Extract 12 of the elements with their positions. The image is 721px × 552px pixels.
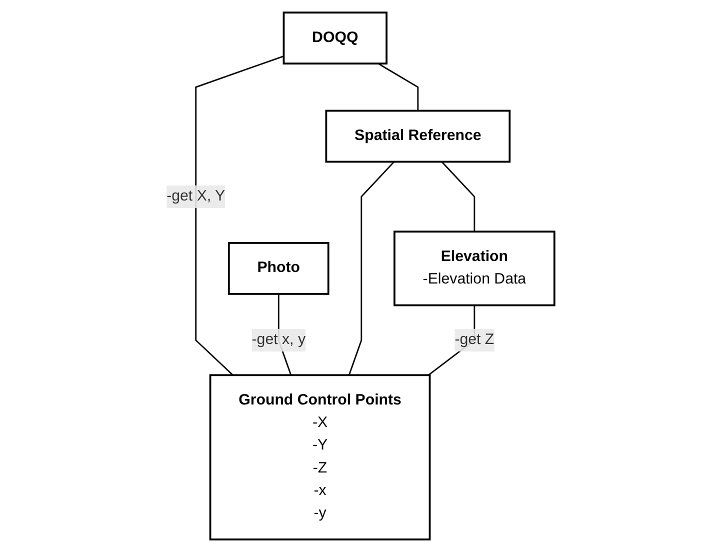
edge-label: -get Z bbox=[454, 332, 494, 348]
edge-label: -get x, y bbox=[252, 332, 306, 348]
connector bbox=[378, 62, 419, 111]
node-box: Photo bbox=[228, 242, 330, 295]
connector bbox=[195, 56, 284, 376]
connector bbox=[441, 161, 476, 232]
edge-label: -get X, Y bbox=[166, 188, 226, 204]
node-box: Spatial Reference bbox=[325, 110, 511, 163]
node-box: DOQQ bbox=[282, 12, 388, 64]
node-box: Elevation -Elevation Data bbox=[394, 230, 556, 306]
connector bbox=[348, 161, 395, 376]
node-box: Ground Control Points -X -Y -Z -x -y bbox=[209, 374, 431, 540]
